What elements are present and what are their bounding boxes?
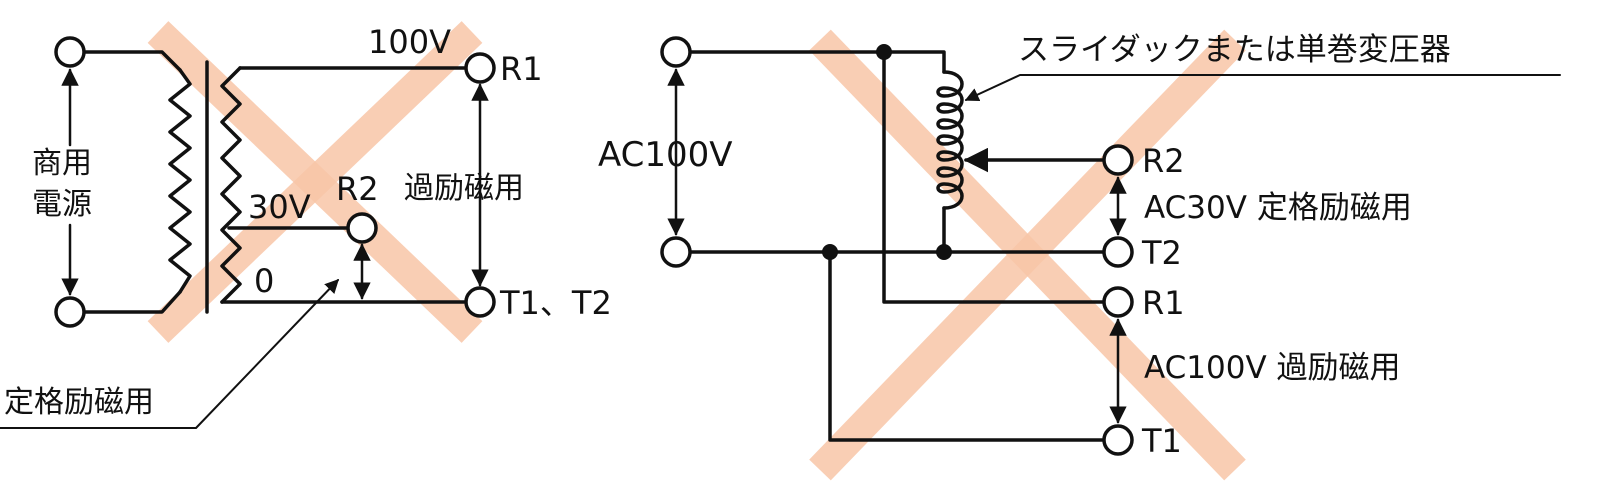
terminal-r2-right[interactable] bbox=[1102, 144, 1134, 176]
terminal-r1-label-right: R1 bbox=[1142, 284, 1185, 322]
terminal-r1-label-left: R1 bbox=[500, 50, 543, 88]
rated-label-right: AC30V 定格励磁用 bbox=[1144, 190, 1412, 226]
tap-100v-label: 100V bbox=[368, 23, 451, 61]
terminal-t1-right[interactable] bbox=[1102, 424, 1134, 456]
rated-leader-line bbox=[0, 278, 339, 429]
terminal-r2-label-left: R2 bbox=[336, 170, 379, 208]
ac-input-terminal-bottom[interactable] bbox=[660, 236, 692, 268]
secondary-winding bbox=[220, 66, 242, 304]
input-top-wire bbox=[688, 50, 946, 74]
right-cross-mark bbox=[809, 29, 1246, 481]
rated-label-left: 定格励磁用 bbox=[4, 385, 154, 420]
overexcite-label-left: 過励磁用 bbox=[404, 171, 524, 206]
autotransformer-coil bbox=[936, 70, 964, 210]
source-terminal-top[interactable] bbox=[54, 36, 86, 68]
t1-feed-wire bbox=[828, 250, 1110, 442]
ac-input-label: AC100V bbox=[598, 135, 733, 175]
junction-bottom-coil bbox=[936, 244, 952, 260]
r1-feed-wire bbox=[882, 50, 1110, 304]
primary-bottom-wire bbox=[82, 290, 182, 314]
right-circuit: AC100V スライダックまたは単巻変圧器 R2 T2 R1 T1 AC30V … bbox=[598, 32, 1561, 460]
primary-top-wire bbox=[82, 50, 182, 72]
left-cross-mark bbox=[147, 21, 483, 343]
terminal-r2-label-right: R2 bbox=[1142, 142, 1185, 180]
terminal-r1-left[interactable] bbox=[464, 52, 496, 84]
transformer-label: スライダックまたは単巻変圧器 bbox=[1018, 32, 1451, 68]
terminal-t2-label-right: T2 bbox=[1141, 234, 1182, 272]
source-label-line2: 電源 bbox=[32, 187, 92, 222]
terminal-r2-left[interactable] bbox=[346, 212, 378, 244]
tap-0-label: 0 bbox=[254, 262, 274, 300]
left-circuit: 商用 電源 100V 30V 0 R1 R2 T1、T2 過励磁用 定格励磁用 bbox=[0, 23, 612, 429]
source-terminal-bottom[interactable] bbox=[54, 296, 86, 328]
terminal-t2-right[interactable] bbox=[1102, 236, 1134, 268]
terminal-r1-right[interactable] bbox=[1102, 286, 1134, 318]
terminal-t1-label-right: T1 bbox=[1141, 422, 1182, 460]
ac-input-terminal-top[interactable] bbox=[660, 36, 692, 68]
source-label-line1: 商用 bbox=[32, 146, 92, 181]
terminal-t1t2-left[interactable] bbox=[464, 286, 496, 318]
junction-bottom-left bbox=[822, 244, 838, 260]
overexcite-label-right: AC100V 過励磁用 bbox=[1144, 350, 1401, 386]
primary-winding bbox=[168, 68, 192, 294]
junction-top bbox=[876, 44, 892, 60]
transformer-leader-line bbox=[964, 74, 1561, 102]
terminal-t1t2-label-left: T1、T2 bbox=[499, 284, 612, 322]
tap-30v-label: 30V bbox=[248, 188, 311, 226]
